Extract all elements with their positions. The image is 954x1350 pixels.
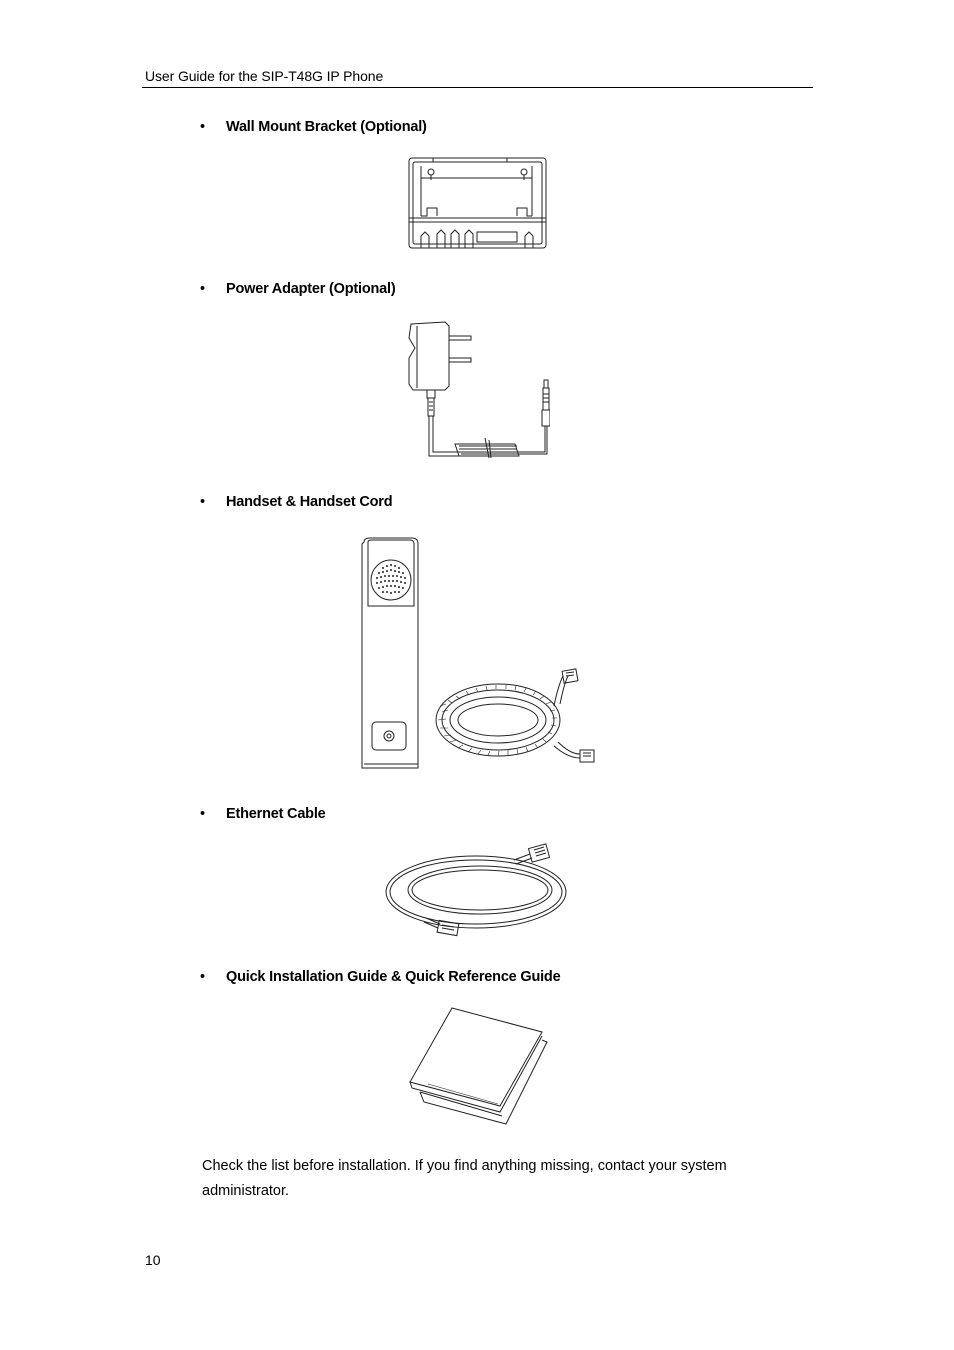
bullet: • xyxy=(200,494,205,510)
bullet: • xyxy=(200,281,205,297)
list-item-power-adapter: • Power Adapter (Optional) xyxy=(200,281,396,297)
wall-mount-bracket-icon xyxy=(407,156,548,250)
header-rule xyxy=(142,87,813,88)
page-number: 10 xyxy=(145,1252,161,1268)
list-item-handset: • Handset & Handset Cord xyxy=(200,494,393,510)
handset-and-cord-icon xyxy=(358,536,600,772)
item-label: Wall Mount Bracket (Optional) xyxy=(226,119,427,135)
guides-booklet-icon xyxy=(406,1006,550,1130)
list-item-wall-mount-bracket: • Wall Mount Bracket (Optional) xyxy=(200,119,427,135)
header-title: User Guide for the SIP-T48G IP Phone xyxy=(145,68,384,84)
power-adapter-icon xyxy=(405,318,550,464)
ethernet-cable-icon xyxy=(384,842,574,940)
bullet: • xyxy=(200,969,205,985)
item-label: Handset & Handset Cord xyxy=(226,494,393,510)
item-label: Ethernet Cable xyxy=(226,806,326,822)
item-label: Power Adapter (Optional) xyxy=(226,281,396,297)
body-paragraph: Check the list before installation. If y… xyxy=(202,1158,727,1199)
bullet: • xyxy=(200,806,205,822)
list-item-ethernet-cable: • Ethernet Cable xyxy=(200,806,326,822)
bullet: • xyxy=(200,119,205,135)
list-item-guides: • Quick Installation Guide & Quick Refere… xyxy=(200,969,561,985)
item-label: Quick Installation Guide & Quick Referen… xyxy=(226,969,561,985)
